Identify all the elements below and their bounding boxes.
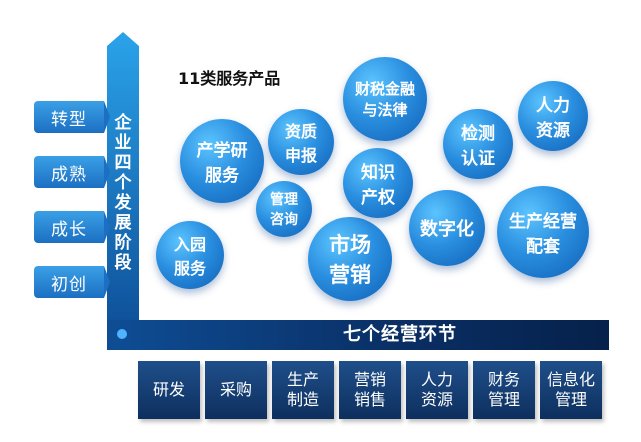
service-digitalization-label: 数字化 (420, 219, 474, 240)
service-marketing-label: 市场 营销 (329, 233, 371, 287)
horizontal-axis-bar (107, 320, 609, 350)
vertical-axis-title: 企业四个发展阶段 (114, 113, 132, 273)
service-park-entry: 入园 服务 (156, 221, 224, 289)
stage-growth: 成长 (34, 211, 110, 243)
link-sales-label: 营销 销售 (353, 370, 386, 409)
vertical-axis-arrow (107, 32, 139, 350)
link-rd-label: 研发 (152, 380, 185, 399)
stage-maturity: 成熟 (34, 156, 110, 188)
service-intellectual-property: 知识 产权 (343, 148, 413, 218)
service-management-consulting: 管理 咨询 (256, 181, 312, 237)
service-production-support-label: 生产经营 配套 (509, 212, 577, 257)
link-finance-label: 财务 管理 (487, 370, 520, 409)
service-testing-certification: 检测 认证 (443, 109, 513, 179)
link-hr-label: 人力 资源 (420, 370, 453, 409)
service-management-consulting-label: 管理 咨询 (270, 192, 298, 228)
link-finance: 财务 管理 (473, 361, 535, 419)
link-sales: 营销 销售 (339, 361, 401, 419)
service-production-support: 生产经营 配套 (497, 186, 589, 278)
service-human-resources: 人力 资源 (518, 81, 588, 151)
service-marketing: 市场 营销 (308, 217, 392, 301)
service-finance-law-label: 财税金融 与法律 (354, 80, 415, 119)
link-it: 信息化 管理 (540, 361, 602, 419)
service-testing-certification-label: 检测 认证 (461, 124, 495, 169)
service-qualification: 资质 申报 (268, 109, 334, 175)
services-title: 11类服务产品 (178, 69, 281, 88)
service-intellectual-property-label: 知识 产权 (361, 163, 395, 208)
service-finance-law: 财税金融 与法律 (343, 57, 427, 141)
horizontal-axis-title: 七个经营环节 (343, 324, 457, 345)
stage-transformation: 转型 (34, 101, 110, 133)
service-industry-academia-label: 产学研 服务 (196, 141, 248, 186)
link-rd: 研发 (138, 361, 200, 419)
link-production-label: 生产 制造 (286, 370, 319, 409)
link-hr: 人力 资源 (406, 361, 468, 419)
link-production: 生产 制造 (272, 361, 334, 419)
link-procurement-label: 采购 (219, 380, 252, 399)
link-procurement: 采购 (205, 361, 267, 419)
service-park-entry-label: 入园 服务 (173, 235, 206, 278)
service-qualification-label: 资质 申报 (284, 122, 317, 165)
service-human-resources-label: 人力 资源 (536, 96, 570, 141)
service-industry-academia: 产学研 服务 (180, 119, 264, 203)
link-it-label: 信息化 管理 (546, 370, 595, 409)
service-digitalization: 数字化 (409, 190, 485, 266)
stage-startup: 初创 (34, 266, 110, 298)
axis-origin-dot (117, 329, 127, 339)
